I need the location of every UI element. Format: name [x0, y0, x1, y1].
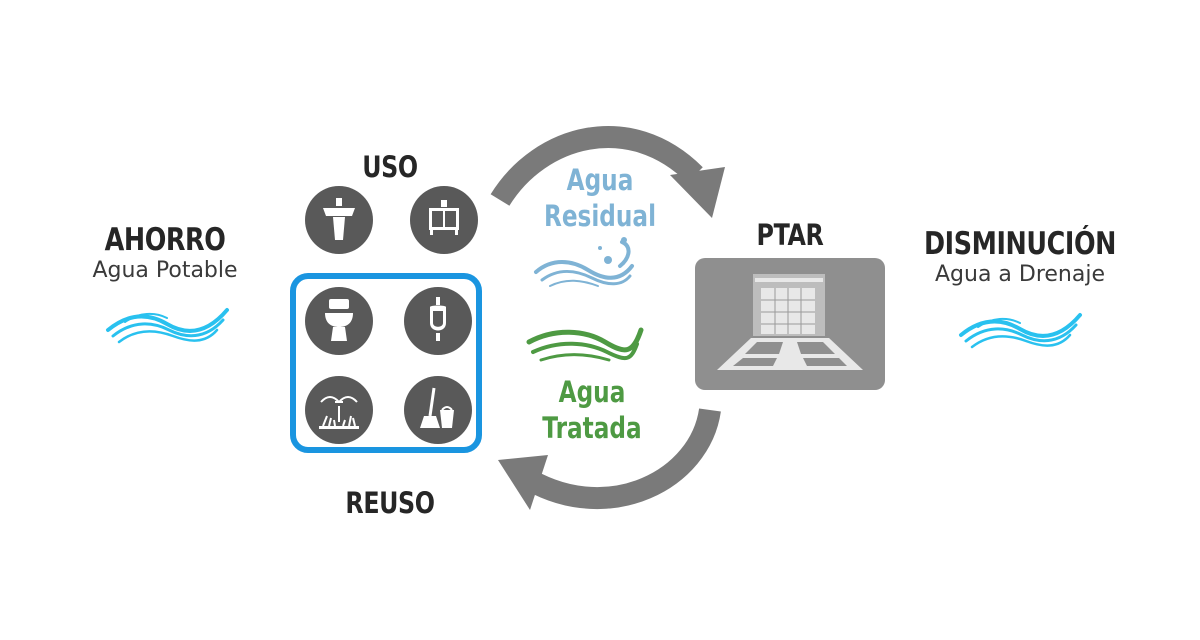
ahorro-subtitle: Agua Potable [92, 258, 238, 283]
ptar-panel [695, 258, 885, 390]
vanity-cabinet-icon [410, 186, 478, 254]
toilet-icon [305, 287, 373, 355]
urinal-icon [404, 287, 472, 355]
wave-right-icon [959, 313, 1082, 349]
agua-residual-line1: Agua [566, 163, 634, 197]
disminucion-subtitle: Agua a Drenaje [934, 262, 1106, 287]
cycle-arrow-top-icon [490, 126, 725, 218]
uso-title: USO [362, 150, 418, 184]
cycle-arrow-bottom-icon [498, 407, 721, 510]
reuso-title: REUSO [345, 486, 435, 520]
wave-left-icon [106, 308, 229, 344]
ahorro-title: AHORRO [104, 222, 226, 258]
treatment-plant-icon [717, 274, 863, 370]
agua-residual-line2: Residual [543, 199, 657, 233]
agua-residual-label: Agua Residual [536, 162, 664, 234]
mop-bucket-icon [404, 376, 472, 444]
disminucion-title: DISMINUCIÓN [923, 226, 1117, 262]
agua-tratada-label: Agua Tratada [528, 374, 656, 446]
agua-tratada-line1: Agua [558, 375, 626, 409]
reuso-group [290, 273, 482, 453]
agua-tratada-line2: Tratada [542, 411, 642, 445]
treated-water-icon [526, 327, 644, 362]
sink-icon [305, 186, 373, 254]
residual-water-icon [534, 237, 634, 287]
ptar-title: PTAR [756, 218, 824, 252]
sprinkler-icon [305, 376, 373, 444]
